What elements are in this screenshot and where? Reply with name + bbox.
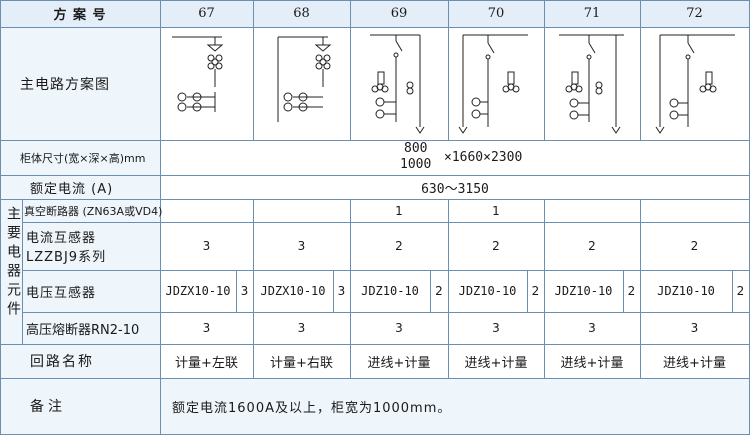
ct-68: 3: [297, 239, 306, 253]
dims-width-800: 800: [404, 141, 428, 156]
fuse-72: 3: [690, 321, 699, 335]
scheme-number-label: 方 案 号: [53, 8, 107, 23]
breaker-70: 1: [492, 203, 500, 218]
ct-label-line1: 电流互感器: [26, 231, 97, 246]
hv-fuse-label: 高压熔断器RN2-10: [26, 322, 140, 338]
vacuum-breaker-label: 真空断路器 (ZN63A或VD4): [24, 204, 163, 218]
breaker-67: [160, 199, 253, 222]
fuse-68: 3: [297, 321, 306, 335]
dims-width-1000: 1000: [400, 157, 432, 172]
fuse-71: 3: [588, 321, 596, 335]
breaker-72: [640, 199, 749, 222]
vt-count-71: 2: [627, 284, 636, 298]
vt-count-67: 3: [240, 284, 249, 298]
main-components-vertical-label: 主要电器元件: [5, 206, 21, 346]
ct-72: 2: [690, 239, 699, 253]
breaker-71: [544, 199, 640, 222]
circuit-diagram-70: [458, 34, 528, 134]
scheme-70: 70: [487, 6, 505, 21]
scheme-72: 72: [686, 6, 703, 21]
ct-70: 2: [492, 239, 500, 253]
breaker-69: 1: [395, 203, 403, 218]
vt-model-71: JDZ10-10: [554, 284, 613, 298]
circuit-diagram-68: [277, 36, 332, 122]
circuit-name-72: 进线+计量: [663, 355, 726, 371]
circuit-name-71: 进线+计量: [560, 355, 624, 371]
rated-current-label: 额定电流 (A): [30, 181, 114, 197]
header-row-bg: [0, 0, 750, 27]
rated-current-value: 630～3150: [421, 181, 489, 197]
main-circuit-diagram-label: 主电路方案图: [20, 76, 110, 93]
circuit-name-69: 进线+计量: [367, 355, 431, 371]
ct-71: 2: [588, 239, 596, 253]
vt-count-69: 2: [435, 284, 443, 298]
remarks-row-bg: [160, 378, 750, 435]
circuit-diagram-72: [655, 34, 735, 134]
scheme-71: 71: [583, 6, 601, 21]
fuse-69: 3: [395, 321, 403, 335]
circuit-name-68: 计量+右联: [270, 355, 333, 371]
circuit-diagram-71: [559, 34, 624, 134]
cabinet-dimensions-label: 柜体尺寸(宽×深×高)mm: [20, 151, 146, 165]
dims-depth-height: ×1660×2300: [444, 150, 523, 165]
vt-count-72: 2: [736, 284, 745, 298]
ct-69: 2: [395, 239, 403, 253]
vt-model-69: JDZ10-10: [361, 284, 419, 298]
fuse-70: 3: [492, 321, 500, 335]
remarks-text: 额定电流1600A及以上，柜宽为1000mm。: [172, 400, 452, 416]
scheme-68: 68: [293, 6, 310, 21]
circuit-name-label: 回路名称: [30, 354, 94, 370]
scheme-69: 69: [390, 6, 408, 21]
circuit-diagram-67: [172, 36, 224, 112]
vt-model-68: JDZX10-10: [260, 284, 326, 298]
circuit-diagram-69: [370, 34, 425, 134]
fuse-67: 3: [202, 321, 211, 335]
vt-model-72: JDZ10-10: [657, 284, 715, 298]
ct-label-line2: LZZBJ9系列: [26, 250, 107, 265]
scheme-67: 67: [198, 6, 215, 21]
label-column-bg: [0, 27, 160, 435]
main-components-label: 主要电器元件: [5, 206, 21, 320]
remarks-label: 备注: [30, 399, 66, 415]
breaker-68: [253, 199, 350, 222]
circuit-name-70: 进线+计量: [464, 355, 528, 371]
voltage-transformer-label: 电压互感器: [26, 285, 97, 301]
vt-count-68: 3: [337, 284, 346, 298]
vt-model-70: JDZ10-10: [458, 284, 517, 298]
vt-count-70: 2: [531, 284, 540, 298]
current-transformer-label: 电流互感器 LZZBJ9系列: [26, 224, 106, 268]
ct-67: 3: [202, 239, 211, 253]
vt-model-67: JDZX10-10: [165, 284, 231, 298]
circuit-name-67: 计量+左联: [175, 355, 238, 371]
